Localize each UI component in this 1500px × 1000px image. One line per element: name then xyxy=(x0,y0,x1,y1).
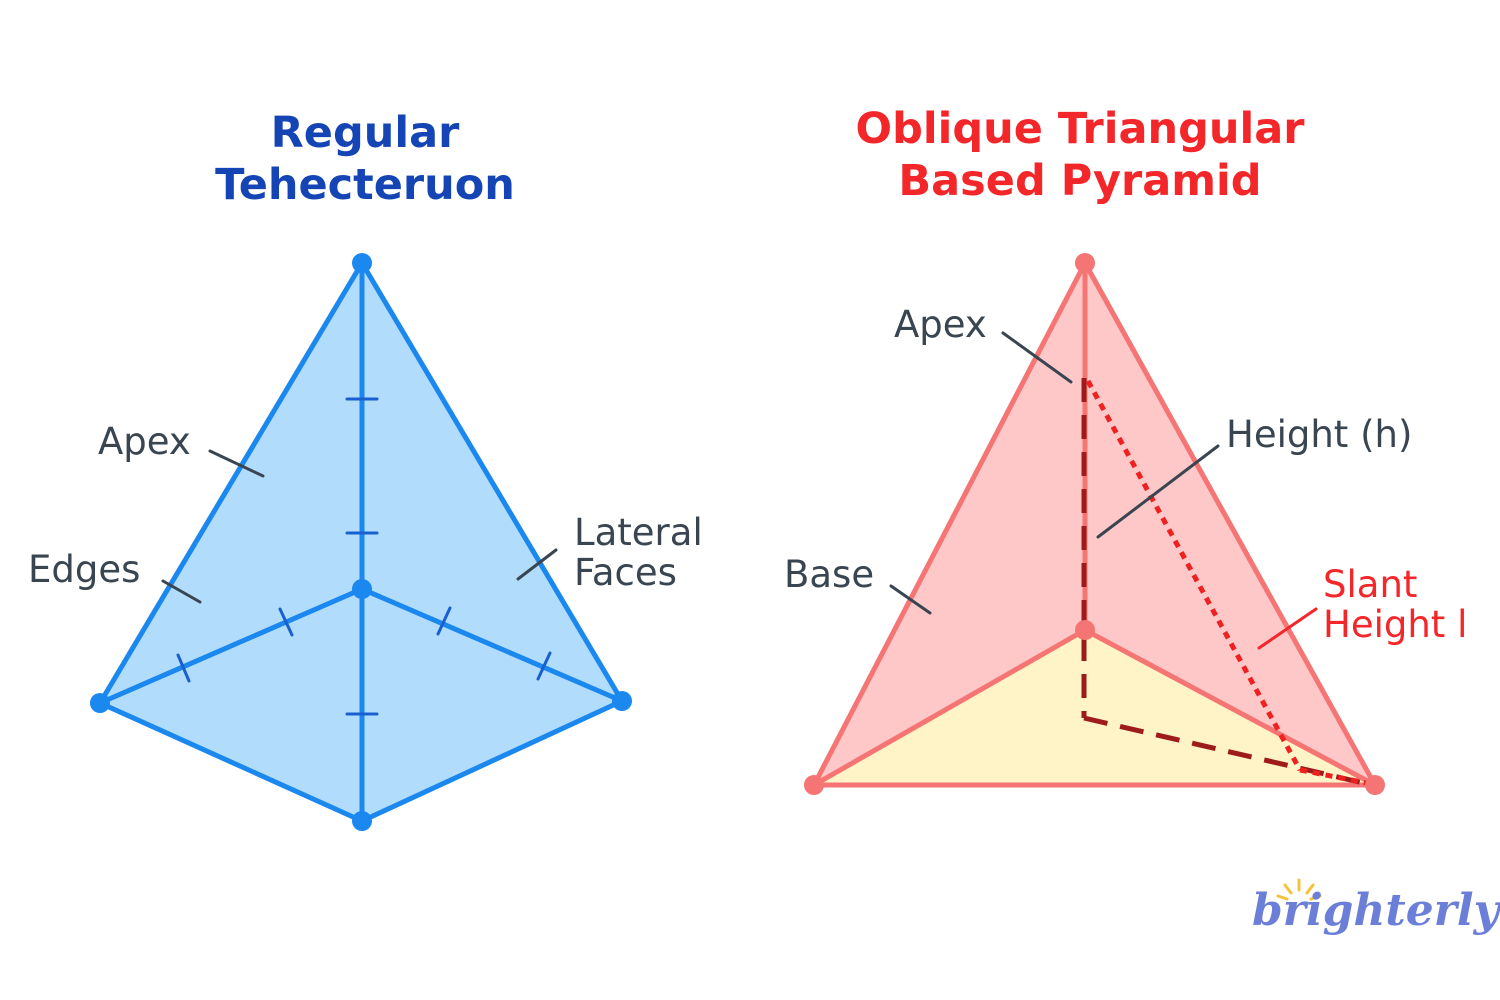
vertex-dot xyxy=(1075,253,1095,273)
lateral-faces-label-line1: Lateral xyxy=(574,511,703,554)
pyramid-edge xyxy=(811,627,1088,788)
apex-label: Apex xyxy=(894,303,987,346)
height-label: Height (h) xyxy=(1226,413,1412,456)
vertex-dot xyxy=(804,775,824,795)
slant-height-label-line1: Slant xyxy=(1323,563,1417,606)
pyramid-edge xyxy=(1082,627,1378,788)
pyramid-outer-face xyxy=(814,263,1375,785)
sun-icon xyxy=(1276,878,1322,901)
equal-length-tick xyxy=(536,651,552,681)
vertex-dot xyxy=(352,253,372,273)
title-line-2: Tehecteruon xyxy=(215,160,515,210)
vertex-dot xyxy=(1075,620,1095,640)
equal-length-tick xyxy=(176,653,191,683)
tetrahedron-edge xyxy=(359,698,625,824)
vertex-dot xyxy=(352,811,372,831)
pyramid-edge xyxy=(811,260,1088,788)
pyramid-base-triangle xyxy=(814,630,1375,785)
vertex-dot xyxy=(352,579,372,599)
brighterly-logo: brighterly xyxy=(1252,878,1500,936)
base-label: Base xyxy=(784,553,874,596)
pyramid-edge xyxy=(1082,260,1378,788)
tetrahedron-edge xyxy=(359,586,625,704)
regular-tetrahedron-title: Regular Tehecteruon xyxy=(140,107,590,211)
apex-leader-line xyxy=(208,449,265,478)
tetrahedron-edge xyxy=(97,586,365,706)
oblique-pyramid-title: Oblique Triangular Based Pyramid xyxy=(830,103,1330,207)
lateral-faces-leader-line xyxy=(516,548,558,581)
base-leader-line xyxy=(889,584,932,615)
vertex-dot xyxy=(1365,775,1385,795)
edges-label: Edges xyxy=(28,548,140,591)
slant-height-label-line2: Height l xyxy=(1323,603,1467,646)
vertex-dot xyxy=(612,691,632,711)
equal-length-tick xyxy=(278,607,294,637)
edges-leader-line xyxy=(161,579,202,604)
tetrahedron-figure: Apex Edges Lateral Faces xyxy=(28,253,703,831)
apex-leader-line xyxy=(1001,331,1073,384)
oblique-pyramid-figure: Apex Height (h) Base Slant Height l xyxy=(784,253,1467,795)
slant-height-leader-line xyxy=(1257,607,1318,650)
tetrahedron-edge xyxy=(97,700,365,824)
title-line-1: Regular xyxy=(270,108,460,158)
logo-wordmark: brighterly xyxy=(1252,885,1500,936)
vertex-dot xyxy=(90,693,110,713)
title-line-1: Oblique Triangular xyxy=(855,104,1305,154)
slant-height-dotted-line xyxy=(1085,379,1303,772)
height-foot-dashed-line xyxy=(1083,715,1373,788)
tetrahedron-edge xyxy=(359,260,625,704)
height-leader-line xyxy=(1096,444,1220,539)
apex-label: Apex xyxy=(98,420,191,463)
equal-length-tick xyxy=(436,606,452,636)
tetrahedron-edge xyxy=(97,260,365,706)
title-line-2: Based Pyramid xyxy=(898,156,1262,206)
lateral-faces-label-line2: Faces xyxy=(574,551,677,594)
